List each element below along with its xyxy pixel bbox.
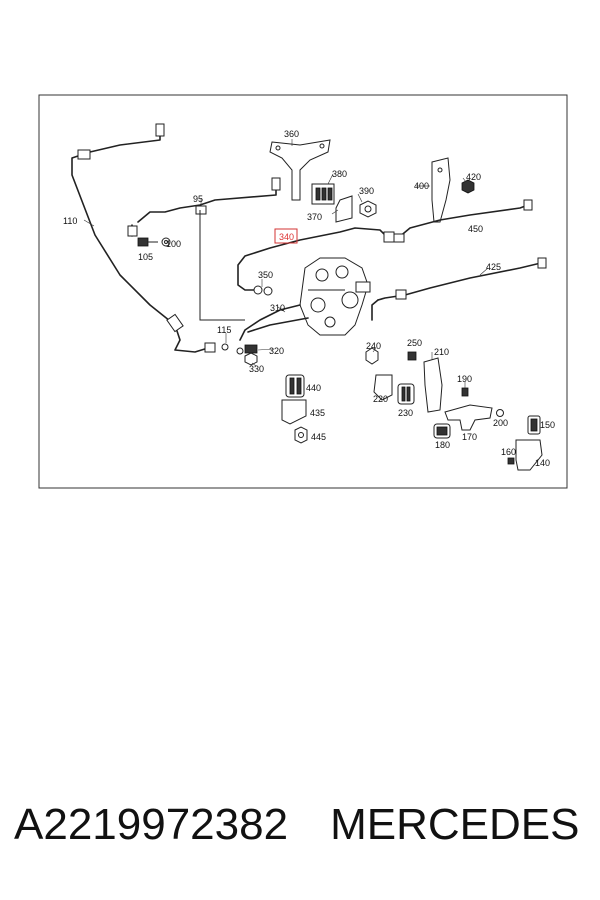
nut-330	[244, 352, 258, 366]
pipe-connector	[199, 210, 245, 321]
callout-435: 435	[310, 408, 325, 418]
bracket-210	[423, 357, 443, 413]
nut-390	[359, 200, 377, 218]
pipe-fitting	[523, 199, 533, 211]
callout-240: 240	[366, 341, 381, 351]
fitting-115	[204, 342, 216, 353]
relay-block-380	[311, 183, 335, 205]
callout-420: 420	[466, 172, 481, 182]
callout-180: 180	[435, 440, 450, 450]
callout-390: 390	[359, 186, 374, 196]
mount-440	[285, 374, 305, 398]
pipe-340	[237, 227, 389, 291]
callout-425: 425	[486, 262, 501, 272]
pipe-fitting	[127, 225, 138, 237]
bracket-170	[444, 404, 493, 431]
pipe-425	[377, 261, 546, 301]
callout-320: 320	[269, 346, 284, 356]
callout-450: 450	[468, 224, 483, 234]
washer-350	[253, 285, 263, 295]
nut-445	[294, 426, 308, 444]
bracket-360	[269, 139, 331, 201]
pipe-450	[397, 204, 529, 239]
part-number: A2219972382	[14, 800, 289, 849]
bracket-435	[281, 399, 307, 425]
callout-110: 110	[63, 216, 77, 226]
callout-220: 220	[373, 394, 388, 404]
callout-115: 115	[217, 325, 231, 335]
callout-140: 140	[535, 458, 550, 468]
washer-hole	[164, 240, 168, 244]
bracket-400	[431, 157, 451, 223]
bolt-320	[244, 344, 258, 354]
callout-340-highlight-box	[274, 228, 298, 244]
callout-160: 160	[501, 447, 516, 457]
washer	[236, 347, 244, 355]
bracket-370	[335, 195, 353, 223]
callout-360: 360	[284, 129, 299, 139]
bracket-140	[515, 439, 543, 471]
bracket-hole	[275, 145, 281, 151]
washer-115	[221, 343, 229, 351]
callout-150: 150	[540, 420, 555, 430]
nut-240	[365, 347, 379, 365]
callout-100: 100	[166, 239, 181, 249]
washer-350	[263, 286, 273, 296]
callout-labels: 360 95 110 380 390 370 400 420 450 100 1…	[63, 129, 555, 468]
bolt-190	[461, 387, 469, 397]
pipe-fitting	[537, 257, 547, 269]
callout-445: 445	[311, 432, 326, 442]
product-caption: A2219972382 MERCEDES	[14, 800, 594, 850]
callout-190: 190	[457, 374, 472, 384]
bracket-hole	[437, 167, 443, 173]
pipe-310	[239, 304, 301, 341]
bracket-220	[373, 374, 393, 401]
bolt-160	[507, 457, 515, 465]
pipe-fitting	[166, 313, 184, 333]
bolt-250	[407, 351, 417, 361]
callout-370: 370	[307, 212, 322, 222]
mount-230	[397, 383, 415, 405]
brand-name: MERCEDES	[330, 800, 580, 849]
pipe-310b	[247, 317, 309, 333]
callout-340: 340	[279, 232, 294, 242]
pipe-fitting	[155, 123, 165, 137]
parts-diagram: 360 95 110 380 390 370 400 420 450 100 1…	[38, 94, 568, 489]
valve-block	[299, 257, 371, 336]
callout-105: 105	[138, 252, 153, 262]
callout-230: 230	[398, 408, 413, 418]
callout-310: 310	[270, 303, 285, 313]
pipe-fitting	[383, 231, 395, 243]
pipe-end	[371, 299, 379, 321]
callout-330: 330	[249, 364, 264, 374]
callout-440: 440	[306, 383, 321, 393]
pipe-95	[137, 184, 277, 223]
pipe-fitting	[77, 149, 91, 160]
pipe-fitting	[271, 177, 281, 191]
callout-400: 400	[414, 181, 429, 191]
pipe-fitting	[393, 233, 405, 243]
callout-380: 380	[332, 169, 347, 179]
callout-210: 210	[434, 347, 449, 357]
callout-350: 350	[258, 270, 273, 280]
bolt-105	[137, 237, 158, 247]
pipe-fitting	[195, 205, 207, 215]
nut-200	[496, 409, 504, 417]
callout-200: 200	[493, 418, 508, 428]
bolt-420	[461, 179, 475, 194]
mount-180	[433, 423, 451, 439]
pipe-110	[71, 132, 209, 353]
pipe-fitting	[395, 289, 407, 300]
mount-150	[527, 415, 541, 435]
leader-lines	[83, 139, 489, 388]
callout-250: 250	[407, 338, 422, 348]
bracket-hole	[319, 143, 325, 149]
callout-95: 95	[193, 194, 203, 204]
callout-170: 170	[462, 432, 477, 442]
